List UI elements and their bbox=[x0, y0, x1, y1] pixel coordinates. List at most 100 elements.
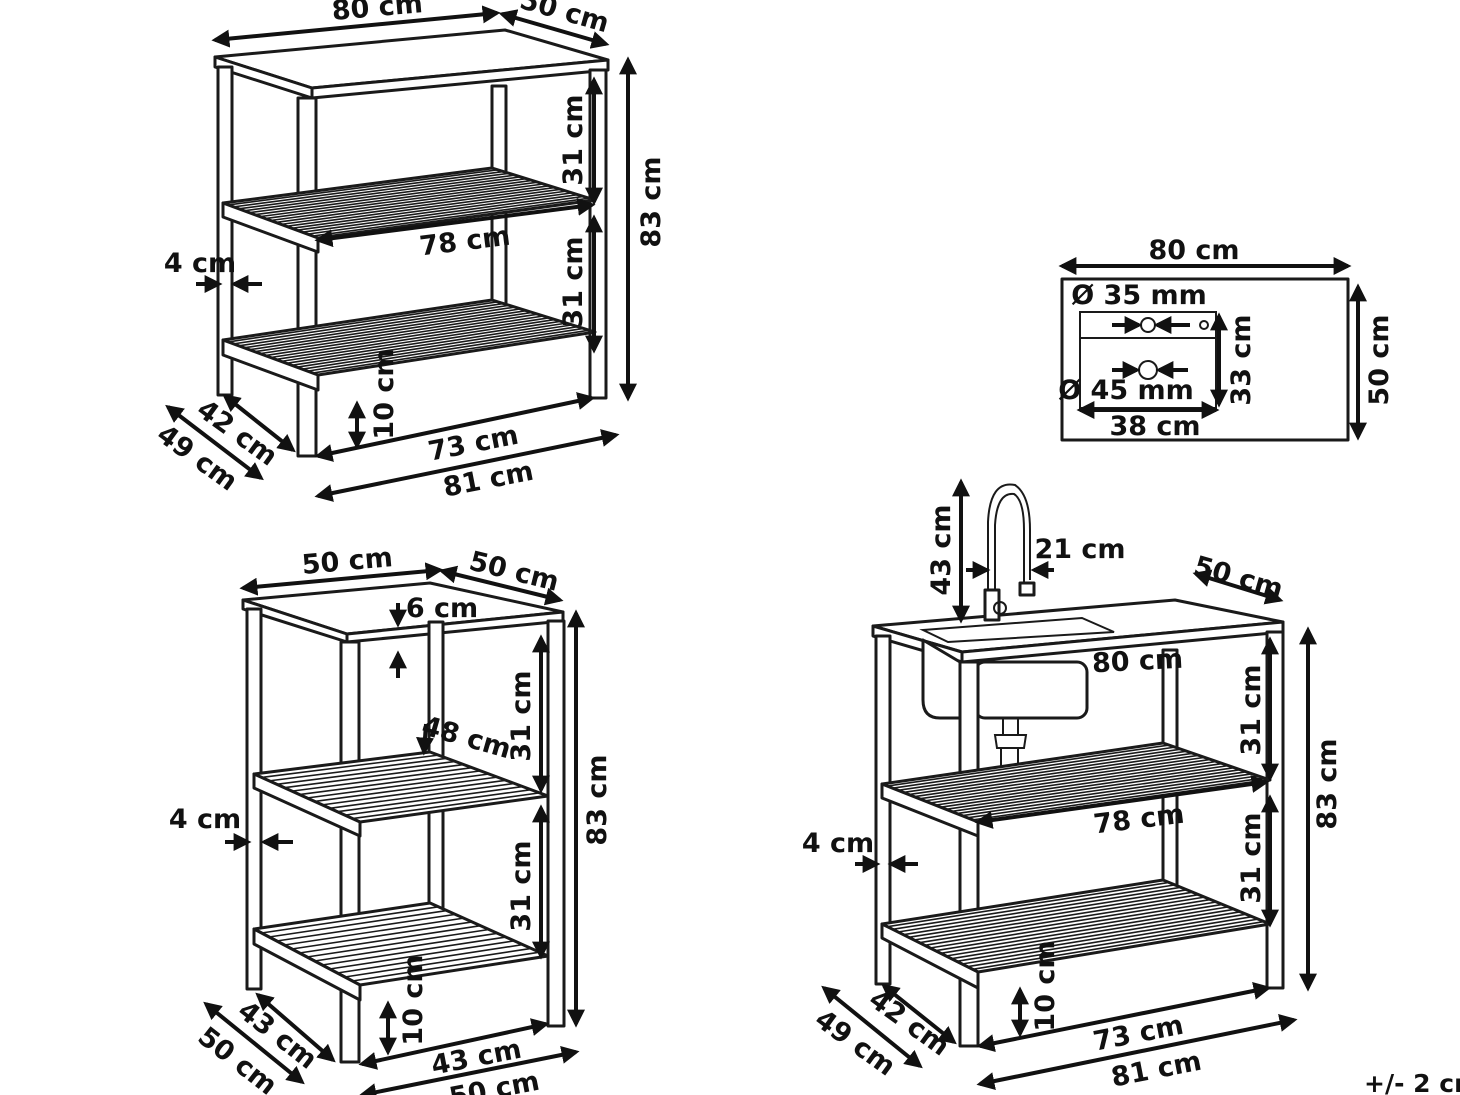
shelf-slat bbox=[275, 316, 550, 361]
small-unit-leg-label: 4 cm bbox=[169, 804, 241, 835]
shelf-slat bbox=[908, 891, 1193, 939]
shelf-slat bbox=[314, 932, 498, 962]
shelf-slat bbox=[269, 909, 447, 938]
shelf-slat bbox=[284, 917, 464, 946]
shelf-slat bbox=[244, 174, 515, 212]
shelf-slat bbox=[228, 300, 498, 343]
worktop-plan-drawing: 80 cm 50 cm Ø 35 mm Ø 45 mm 33 cm 38 cm bbox=[1058, 235, 1395, 442]
top-unit-drawing: 80 cm 50 cm 83 cm 31 cm 31 cm 78 cm 4 cm… bbox=[151, 0, 667, 504]
shelf-slat bbox=[254, 309, 527, 353]
top-unit-clearance-label: 10 cm bbox=[369, 348, 400, 439]
sink-unit-leg-label: 4 cm bbox=[802, 828, 874, 859]
shelf-slat bbox=[306, 928, 490, 958]
small-unit-height-label: 83 cm bbox=[582, 754, 613, 845]
shelf-slat bbox=[903, 888, 1187, 936]
sink-unit-depth-label: 50 cm bbox=[1190, 550, 1286, 605]
small-unit-drawing: 50 cm 50 cm 6 cm 83 cm 31 cm 31 cm 48 cm… bbox=[169, 542, 613, 1095]
top-unit-leg-label: 4 cm bbox=[164, 248, 236, 279]
shelf-slat bbox=[270, 315, 544, 359]
shelf-slat bbox=[238, 304, 510, 347]
shelf-slat bbox=[228, 168, 498, 206]
shelf-slat bbox=[284, 763, 464, 789]
shelf-slat bbox=[243, 306, 516, 349]
shelf-slat bbox=[265, 313, 538, 357]
worktop-small-hole-label: Ø 35 mm bbox=[1071, 280, 1207, 311]
shelf-slat bbox=[299, 924, 481, 954]
top-unit-lower-gap-label: 31 cm bbox=[558, 236, 589, 327]
shelf-slat bbox=[296, 324, 573, 369]
shelf-slat bbox=[233, 302, 504, 345]
shelf-slat bbox=[329, 940, 515, 970]
worktop-large-hole-label: Ø 45 mm bbox=[1058, 375, 1194, 406]
shelf-slat bbox=[302, 325, 578, 370]
shelf-slat bbox=[337, 785, 523, 813]
shelf-slat bbox=[344, 788, 532, 816]
worktop-depth-label: 50 cm bbox=[1364, 314, 1395, 405]
shelf-slat bbox=[887, 881, 1170, 928]
shelf-slat bbox=[249, 308, 521, 351]
tolerance-note: +/- 2 cm bbox=[1364, 1069, 1460, 1095]
shelf-slat bbox=[892, 746, 1176, 790]
shelf-slat bbox=[276, 913, 456, 942]
shelf-slat bbox=[322, 779, 506, 806]
shelf-slat bbox=[913, 893, 1199, 941]
shelf-slat bbox=[233, 170, 504, 208]
sink-unit-faucet-reach-label: 21 cm bbox=[1034, 534, 1125, 565]
shelf-slat bbox=[261, 754, 439, 779]
shelf-slat bbox=[897, 748, 1181, 792]
shelf-slat bbox=[967, 918, 1259, 968]
shelf-slat bbox=[306, 773, 490, 799]
shelf-slat bbox=[312, 329, 590, 374]
shelf-slat bbox=[919, 896, 1205, 944]
shelf-slat bbox=[291, 921, 473, 950]
shelf-slat bbox=[307, 327, 584, 372]
shelf-slat bbox=[972, 920, 1265, 971]
small-unit-upper-gap-label: 31 cm bbox=[506, 670, 537, 761]
shelf-slat bbox=[286, 320, 561, 365]
worktop-basin-width-label: 38 cm bbox=[1109, 411, 1200, 442]
shelf-slat bbox=[337, 943, 523, 974]
shelf-slat bbox=[291, 766, 473, 792]
shelf-slat bbox=[352, 951, 540, 982]
sink-unit-width-label: 80 cm bbox=[1091, 644, 1184, 680]
shelf-slat bbox=[249, 176, 521, 214]
shelf-slat bbox=[329, 782, 515, 810]
shelf-slat bbox=[956, 913, 1247, 963]
shelf-slat bbox=[259, 311, 533, 355]
shelf-slat bbox=[940, 906, 1229, 955]
shelf-slat bbox=[276, 760, 456, 786]
small-unit-top-thickness-label: 6 cm bbox=[406, 593, 478, 624]
shelf-slat bbox=[322, 936, 506, 966]
shelf-slat bbox=[238, 172, 510, 210]
sink-unit-upper-gap-label: 31 cm bbox=[1236, 664, 1267, 755]
shelf-slat bbox=[261, 905, 439, 934]
shelf-slat bbox=[299, 770, 481, 796]
shelf-slat bbox=[291, 322, 567, 367]
worktop-width-label: 80 cm bbox=[1148, 235, 1239, 266]
shelf-slat bbox=[961, 915, 1253, 965]
small-unit-clearance-label: 10 cm bbox=[398, 954, 429, 1045]
shelf-slat bbox=[254, 177, 527, 216]
top-unit-height-label: 83 cm bbox=[636, 156, 667, 247]
sink-unit-lower-gap-label: 31 cm bbox=[1236, 812, 1267, 903]
shelf-slat bbox=[314, 776, 498, 803]
shelf-slat bbox=[903, 750, 1187, 794]
sink-unit-height-label: 83 cm bbox=[1312, 738, 1343, 829]
shelf-slat bbox=[935, 903, 1223, 952]
worktop-basin-depth-label: 33 cm bbox=[1226, 314, 1257, 405]
shelf-slat bbox=[951, 910, 1241, 960]
shelf-slat bbox=[280, 318, 556, 363]
shelf-slat bbox=[945, 908, 1235, 957]
shelf-slat bbox=[924, 898, 1211, 947]
sink-unit-drawing: 43 cm 21 cm 50 cm 80 cm 83 cm 31 cm 31 c… bbox=[802, 478, 1343, 1094]
shelf-slat bbox=[897, 886, 1181, 933]
shelf-slat bbox=[352, 792, 540, 820]
small-unit-lower-gap-label: 31 cm bbox=[506, 840, 537, 931]
top-unit-upper-gap-label: 31 cm bbox=[558, 94, 589, 185]
sink-unit-faucet-height-label: 43 cm bbox=[926, 504, 957, 595]
shelf-slat bbox=[929, 901, 1217, 949]
shelf-slat bbox=[892, 884, 1176, 931]
shelf-slat bbox=[344, 947, 532, 978]
